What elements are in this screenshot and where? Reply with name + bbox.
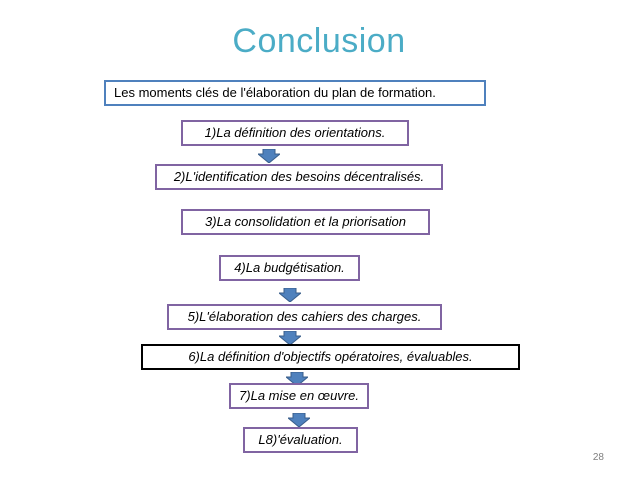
intro-box: Les moments clés de l'élaboration du pla… [104, 80, 486, 106]
step-2-box: 2)L'identification des besoins décentral… [155, 164, 443, 190]
down-arrow-icon [288, 413, 310, 427]
step-1-box: 1)La définition des orientations. [181, 120, 409, 146]
down-arrow-icon [258, 149, 280, 163]
down-arrow-icon [279, 288, 301, 302]
step-7-box: 7)La mise en œuvre. [229, 383, 369, 409]
page-number: 28 [592, 452, 604, 463]
step-8-box: L8)'évaluation. [243, 427, 358, 453]
step-6-box: 6)La définition d'objectifs opératoires,… [141, 344, 520, 370]
down-arrow-icon [279, 331, 301, 345]
page-title: Conclusion [232, 22, 406, 60]
step-3-box: 3)La consolidation et la priorisation [181, 209, 430, 235]
down-arrow-icon [286, 372, 308, 386]
step-4-box: 4)La budgétisation. [219, 255, 360, 281]
step-5-box: 5)L'élaboration des cahiers des charges. [167, 304, 442, 330]
